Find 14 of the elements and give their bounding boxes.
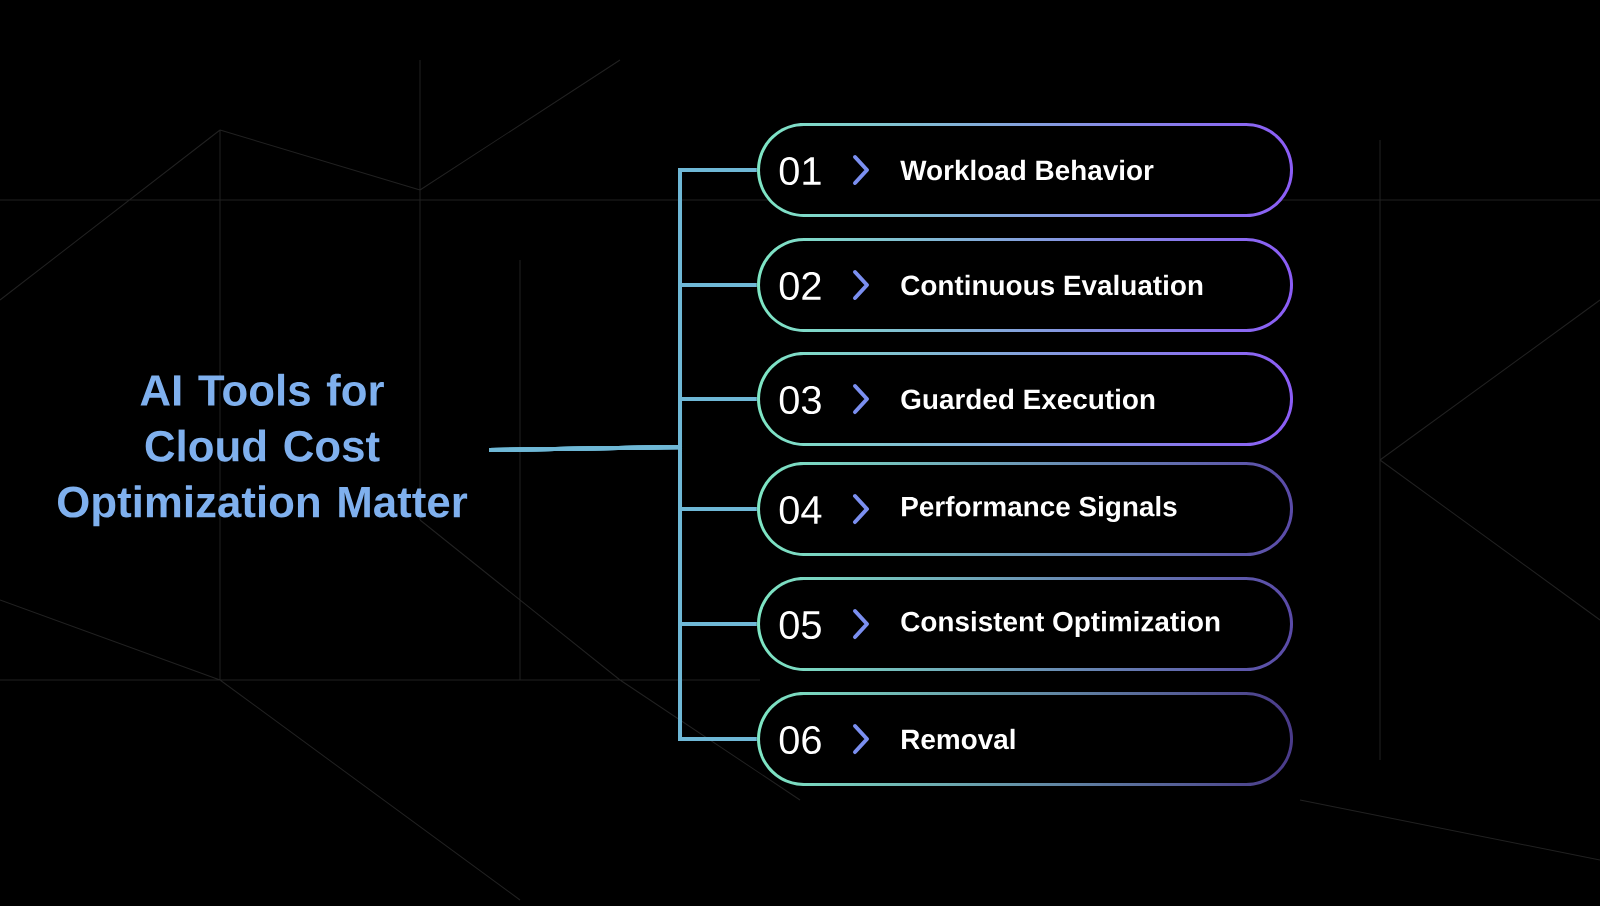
step-label: Guarded Execution xyxy=(901,388,1155,410)
title-text: AI Tools for Cloud Cost Optimization Matter xyxy=(58,373,468,527)
step-number: 02 xyxy=(779,271,821,301)
step-label: Performance Signals xyxy=(902,495,1177,523)
step-label: Workload Behavior xyxy=(900,159,1154,181)
step-label: Consistent Optimization xyxy=(901,611,1220,637)
step-number: 06 xyxy=(779,725,821,755)
step-number: 01 xyxy=(779,156,821,186)
step-number: 03 xyxy=(779,385,821,415)
step-label: Removal xyxy=(902,728,1015,750)
connector-line xyxy=(489,444,757,741)
step-number: 05 xyxy=(779,610,821,640)
step-label: Continuous Evaluation xyxy=(901,274,1203,296)
step-number: 04 xyxy=(779,495,822,525)
